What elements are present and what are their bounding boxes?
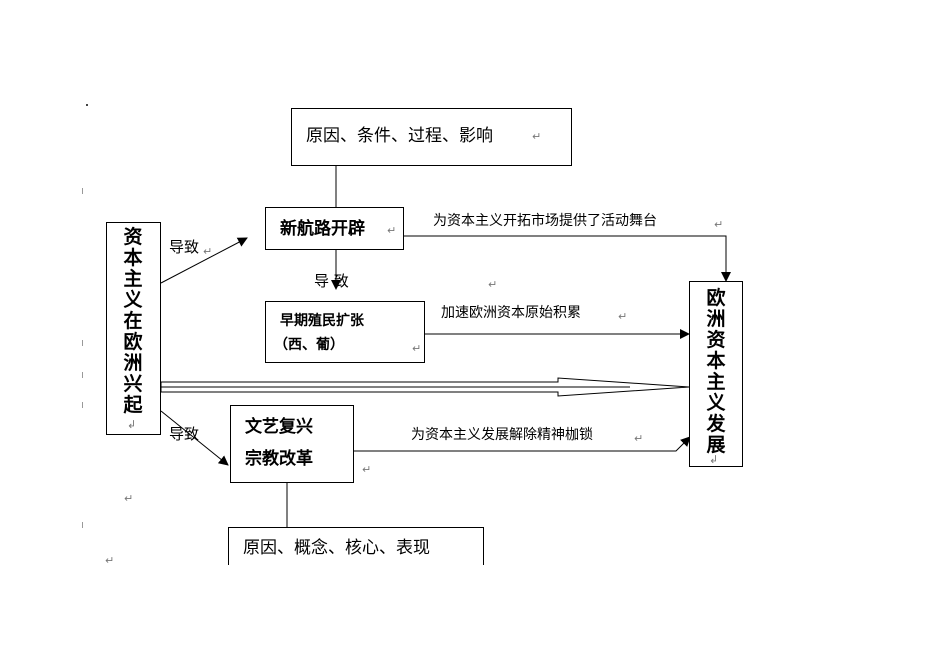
new-route-topics-text: 原因、条件、过程、影响	[306, 126, 493, 146]
arrow-rise-to-renaissance	[160, 410, 229, 466]
spirit-label: 为资本主义发展解除精神枷锁	[411, 427, 593, 443]
colonial-box: 早期殖民扩张 （西、葡） ↵	[265, 301, 425, 363]
paragraph-mark: ↵	[105, 554, 115, 567]
paragraph-mark: ↵	[124, 492, 134, 505]
arrow-rise-to-new-route	[160, 237, 248, 284]
paragraph-mark: ↵	[714, 218, 724, 231]
lead-to-lower-label: 导致	[169, 425, 200, 443]
paragraph-mark: ↵	[618, 310, 628, 323]
arrow-market	[404, 235, 731, 282]
paragraph-mark: ↵	[634, 432, 644, 445]
renaissance-topics-box: 原因、概念、核心、表现	[228, 527, 484, 565]
renaissance-text-line2: 宗教改革	[245, 449, 313, 469]
paragraph-mark: ↵	[387, 224, 397, 237]
renaissance-text-line1: 文艺复兴	[245, 417, 313, 437]
margin-tick	[82, 402, 83, 408]
paragraph-mark: ↵	[532, 130, 542, 143]
market-label: 为资本主义开拓市场提供了活动舞台	[433, 213, 657, 229]
lead-to-middle-label: 导 致	[314, 272, 349, 290]
paragraph-mark: ↵	[488, 278, 498, 291]
colonial-text-line1: 早期殖民扩张	[280, 313, 364, 329]
paragraph-mark: ↵	[362, 463, 372, 476]
development-box: 欧洲资本主义发展 ↲	[689, 281, 743, 467]
paragraph-mark: ↵	[412, 342, 422, 355]
margin-tick	[86, 104, 88, 106]
arrow-spirit	[354, 436, 691, 452]
new-route-box: 新航路开辟 ↵	[265, 207, 404, 250]
tab-mark: ↲	[127, 418, 137, 431]
tab-mark: ↲	[709, 453, 719, 466]
colonial-text-line2: （西、葡）	[274, 337, 344, 353]
margin-tick	[82, 522, 83, 528]
lead-to-upper-label: 导致	[169, 238, 200, 256]
accumulation-label: 加速欧洲资本原始积累	[441, 305, 581, 321]
rise-box: 资本主义在欧洲兴起 ↲	[106, 222, 161, 435]
development-text: 欧洲资本主义发展	[706, 287, 726, 456]
rise-text: 资本主义在欧洲兴起	[123, 226, 143, 416]
new-route-text: 新航路开辟	[280, 219, 365, 239]
paragraph-mark: ↵	[203, 245, 213, 258]
renaissance-box: 文艺复兴 宗教改革	[230, 405, 354, 483]
renaissance-topics-text: 原因、概念、核心、表现	[243, 538, 430, 558]
margin-tick	[82, 340, 83, 346]
margin-tick	[82, 188, 83, 194]
new-route-topics-box: 原因、条件、过程、影响 ↵	[291, 108, 572, 166]
margin-tick	[82, 372, 83, 378]
